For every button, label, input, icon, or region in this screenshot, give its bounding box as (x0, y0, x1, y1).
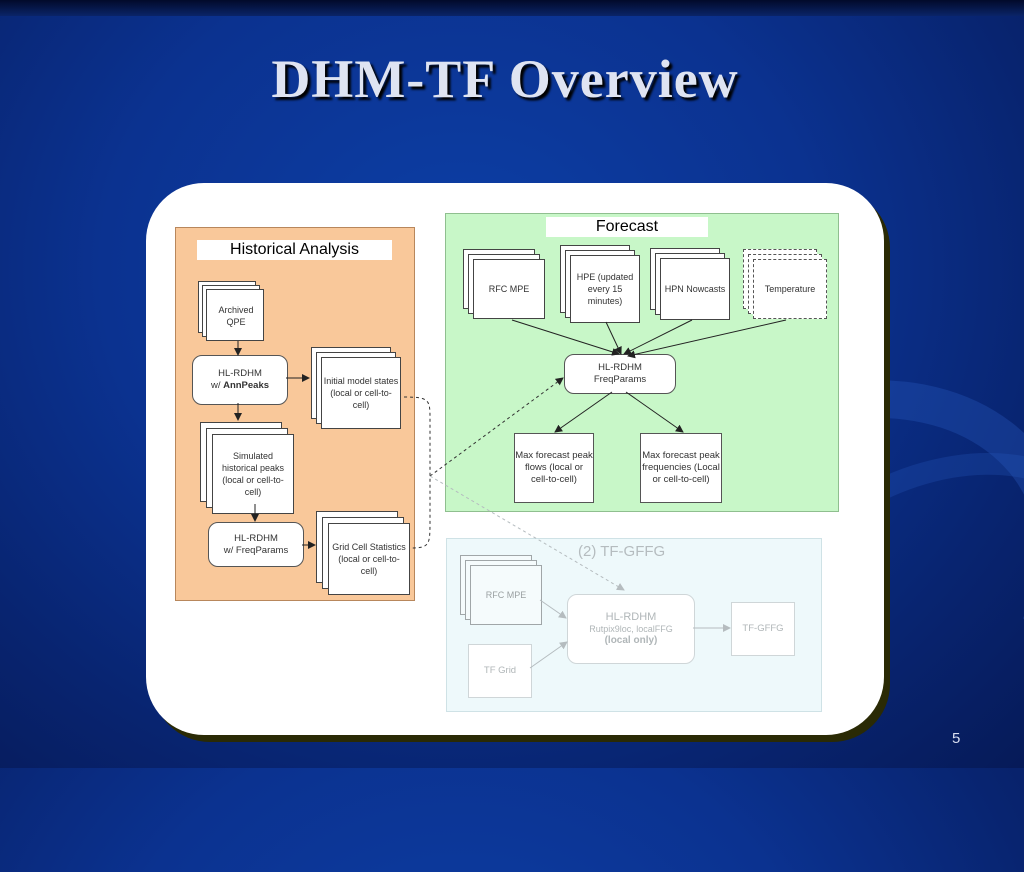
page-number: 5 (952, 730, 961, 747)
arrow-hlrdhm-to-flows (554, 391, 613, 433)
hlrdhm-freqparams-hist-box: HL-RDHM w/ FreqParams (208, 522, 304, 567)
rfc-mpe-label: RFC MPE (488, 284, 530, 294)
gffg-rfc-mpe-label: RFC MPE (485, 590, 527, 600)
historical-analysis-title: Historical Analysis (197, 240, 392, 260)
slide-top-bar (0, 0, 1024, 16)
arrow-rfcmpe-to-hlrdhm (511, 319, 620, 356)
gffg-hlrdhm-line2: Rutpix9loc, localFFG (589, 624, 673, 634)
arrow-hpe-to-hlrdhm (605, 321, 622, 355)
arrow-tfgrid-to-hlrdhm (529, 641, 568, 669)
arrow-hlrdhm-to-freq (625, 391, 684, 433)
tf-gffg-title: (2) TF-GFFG (578, 543, 666, 560)
arrow-hist-to-forecast (429, 377, 564, 477)
hlrdhm-forecast-line1: HL-RDHM (598, 362, 642, 373)
diagram-arrows (234, 319, 787, 669)
hpn-label: HPN Nowcasts (664, 284, 726, 294)
hlrdhm-annpeaks-bold: AnnPeaks (223, 380, 270, 391)
hlrdhm-forecast-line2: FreqParams (593, 374, 647, 385)
simulated-peaks-label: Simulated historical peaks (local or cel… (221, 451, 285, 497)
temperature-label: Temperature (764, 284, 816, 294)
forecast-title: Forecast (546, 217, 708, 237)
initial-states-label: Initial model states (local or cell-to-c… (323, 376, 399, 410)
arrow-hist-to-gffg (429, 475, 625, 591)
hpe-label: HPE (updated every 15 minutes) (576, 272, 634, 306)
hlrdhm-annpeaks-box: HL-RDHM w/ AnnPeaks (192, 355, 288, 405)
hlrdhm-freqparams-hist-line2: w/ FreqParams (223, 544, 289, 556)
gffg-hlrdhm-line1: HL-RDHM (605, 611, 657, 623)
grid-stats-label: Grid Cell Statistics (local or cell-to-c… (332, 542, 406, 576)
arrow-temp-to-hlrdhm (627, 319, 787, 359)
max-peak-flows-box: Max forecast peak flows (local or cell-t… (514, 433, 594, 503)
tf-gffg-output-box: TF-GFFG (731, 602, 795, 656)
slide-title: DHM-TF Overview (271, 49, 739, 109)
gffg-hlrdhm-line3: (local only) (604, 635, 658, 646)
hlrdhm-annpeaks-line1: HL-RDHM (218, 368, 262, 379)
max-peak-frequencies-box: Max forecast peak frequencies (Local or … (640, 433, 722, 503)
archived-qpe-label: Archived QPE (218, 305, 254, 327)
tf-grid-box: TF Grid (468, 644, 532, 698)
gffg-hlrdhm-box: HL-RDHM Rutpix9loc, localFFG (local only… (567, 594, 695, 664)
hlrdhm-annpeaks-prefix: w/ (210, 380, 224, 391)
dashed-bracket (403, 396, 431, 549)
arrow-hpn-to-hlrdhm (623, 319, 693, 355)
arrow-gffg-mpe-to-hlrdhm (539, 599, 567, 619)
hlrdhm-freqparams-hist-line1: HL-RDHM (234, 532, 278, 544)
